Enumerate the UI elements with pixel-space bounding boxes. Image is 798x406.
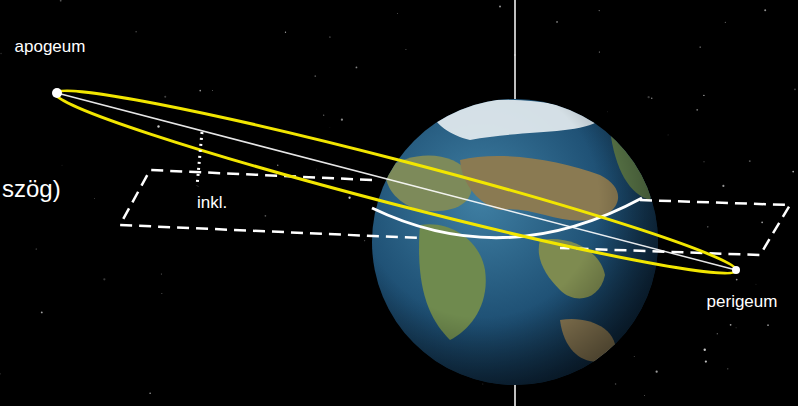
star [736, 279, 738, 281]
star [499, 5, 501, 7]
star [94, 198, 96, 200]
star [277, 164, 278, 165]
star [667, 134, 669, 136]
star [599, 51, 600, 52]
star [556, 21, 558, 23]
star [730, 324, 732, 326]
perigee-point [732, 266, 740, 274]
star [767, 324, 769, 326]
cut-off-text: szög) [2, 175, 61, 203]
star [703, 95, 704, 96]
star [323, 115, 324, 116]
star [725, 22, 726, 23]
star [656, 371, 658, 373]
star [755, 283, 757, 285]
star [161, 273, 162, 274]
star [199, 90, 201, 92]
earth-globe [372, 99, 658, 385]
star [103, 278, 105, 280]
star [341, 119, 343, 121]
star [136, 31, 137, 32]
star [648, 96, 650, 98]
star [149, 392, 151, 394]
star [607, 111, 609, 113]
star [615, 383, 616, 384]
equatorial-plane [120, 170, 790, 255]
star [316, 168, 318, 170]
star [157, 125, 159, 127]
apogee-label: apogeum [15, 37, 86, 57]
star [60, 0, 62, 1]
star [285, 32, 286, 33]
star [397, 12, 399, 14]
star [329, 127, 331, 129]
star [764, 9, 766, 11]
star [651, 98, 652, 99]
star [0, 53, 1, 54]
star [717, 333, 718, 334]
star [761, 222, 763, 224]
inclination-marker [197, 132, 202, 186]
star [364, 240, 366, 242]
star [41, 311, 43, 313]
star [405, 49, 407, 51]
star [749, 160, 751, 162]
star [61, 164, 63, 166]
star [633, 355, 635, 357]
star [164, 96, 166, 98]
star [696, 109, 698, 111]
star [705, 360, 707, 362]
earth-axis [514, 0, 516, 100]
star [794, 88, 796, 90]
earth-axis [514, 384, 516, 406]
star [704, 349, 706, 351]
star [265, 215, 267, 217]
star [482, 383, 484, 385]
star [644, 395, 646, 397]
star [727, 368, 728, 369]
perigee-label: perigeum [707, 292, 778, 312]
star [0, 373, 1, 374]
star [792, 171, 794, 173]
star [211, 89, 213, 91]
star [707, 226, 708, 227]
star [703, 161, 704, 162]
star [329, 37, 330, 38]
star [314, 75, 316, 77]
inclination-label: inkl. [197, 193, 227, 213]
star [599, 10, 600, 11]
star [735, 327, 737, 329]
star [161, 293, 162, 294]
star-field [0, 0, 796, 396]
apogee-point [52, 88, 62, 98]
apsis-line [57, 93, 736, 270]
orbit-ellipse [50, 72, 742, 292]
star [700, 46, 701, 47]
star [722, 185, 724, 187]
star [356, 67, 358, 69]
star [348, 197, 350, 199]
star [36, 248, 37, 249]
